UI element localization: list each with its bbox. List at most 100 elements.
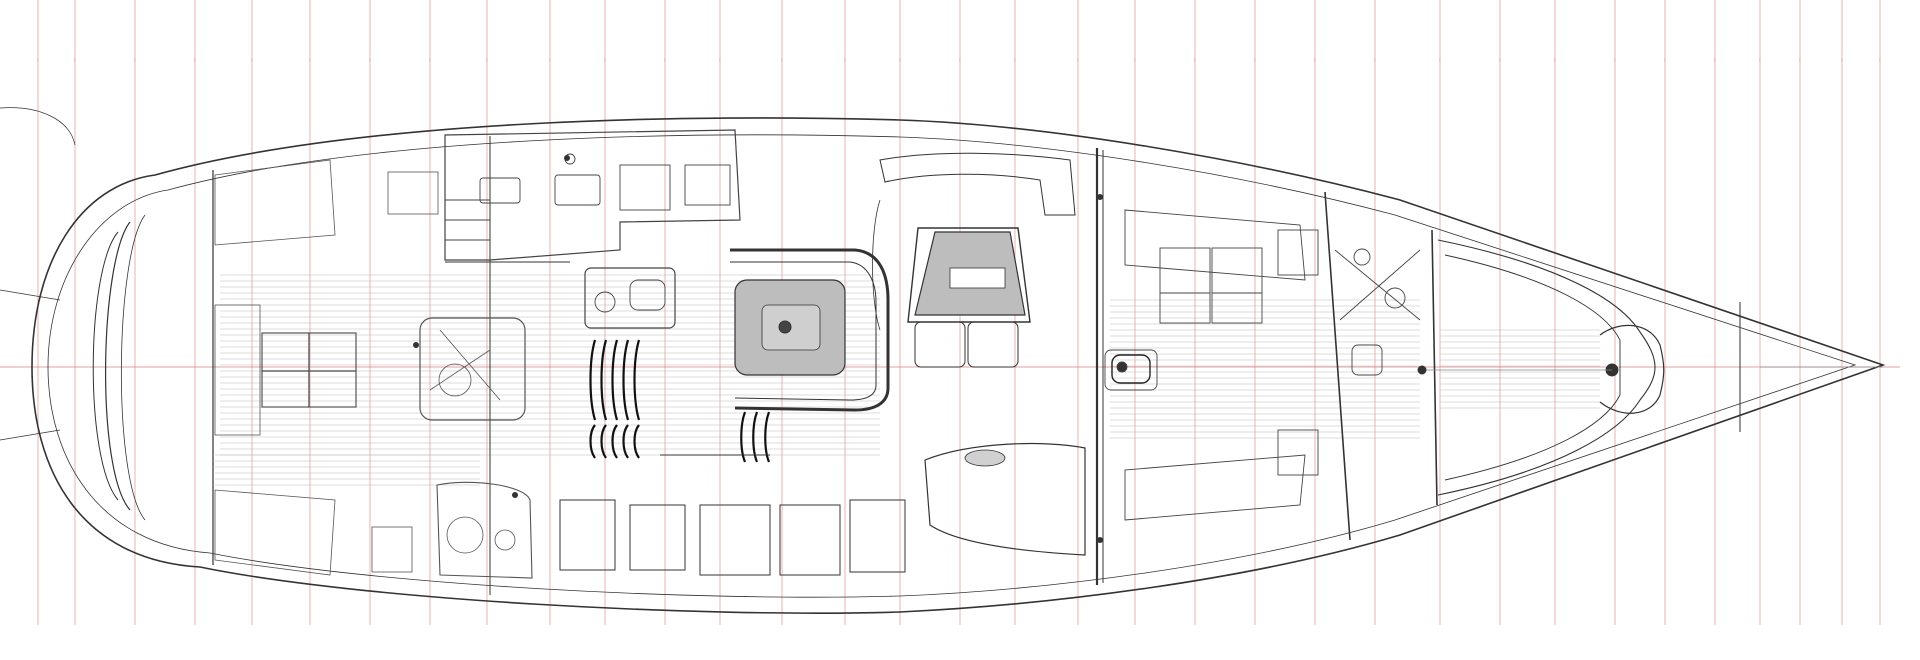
saloon-table-surround bbox=[730, 248, 890, 412]
station-label: ı bbox=[1077, 57, 1079, 64]
ladder-step bbox=[589, 339, 597, 421]
station-label: ı bbox=[1499, 57, 1501, 64]
station-label: ı bbox=[1194, 57, 1196, 64]
station-label: ı bbox=[781, 57, 783, 64]
transom-arc-2 bbox=[92, 231, 119, 501]
station-label: ı bbox=[74, 57, 76, 64]
fwd-head-toilet bbox=[1111, 354, 1151, 384]
aft-locker-2 bbox=[387, 171, 439, 215]
nav-table-top bbox=[949, 267, 1006, 289]
mast-partner-2 bbox=[1097, 537, 1103, 543]
saloon-table-surround-inner bbox=[730, 261, 877, 401]
galley bbox=[444, 129, 741, 329]
ladder-step-lower bbox=[589, 424, 596, 459]
nav-head-basin bbox=[594, 291, 616, 313]
fwd-head-sweep bbox=[1334, 249, 1421, 321]
vberth-inner bbox=[1444, 254, 1621, 481]
station-label: ı bbox=[1879, 57, 1881, 64]
saloon bbox=[559, 152, 1086, 576]
galley-counter bbox=[444, 129, 741, 261]
fwd-berth-port bbox=[1124, 209, 1306, 281]
saloon-cabinet-4 bbox=[779, 504, 841, 576]
aft-head-stbd-toilet bbox=[446, 516, 484, 554]
saloon-table-pedestal bbox=[778, 320, 792, 334]
station-label: ı bbox=[251, 57, 253, 64]
ladder-step-lower bbox=[633, 424, 640, 459]
station-label: ı bbox=[37, 57, 39, 64]
station-label: ı bbox=[664, 57, 666, 64]
aft-berth-port bbox=[214, 159, 336, 246]
galley-stove bbox=[619, 164, 671, 211]
ladder-step-lower bbox=[622, 424, 629, 459]
station-label: ı bbox=[899, 57, 901, 64]
aft-cabin bbox=[214, 159, 533, 579]
fwd-berth-stbd bbox=[1124, 454, 1306, 521]
bulkhead-forepeak bbox=[1431, 229, 1438, 506]
station-label: ı bbox=[549, 57, 551, 64]
companionway-ladder bbox=[589, 339, 771, 463]
station-label: ı bbox=[1614, 57, 1616, 64]
ladder-step bbox=[633, 339, 641, 421]
aft-shower-sweep bbox=[429, 329, 501, 401]
mast-partner-1 bbox=[1097, 194, 1103, 200]
station-label: ı bbox=[309, 57, 311, 64]
aft-head-stbd-basin bbox=[494, 529, 516, 551]
bulkheads bbox=[212, 136, 1741, 595]
fwd-head-seat bbox=[1116, 361, 1128, 373]
galley-sink-1 bbox=[479, 177, 521, 204]
galley-pump bbox=[564, 155, 570, 161]
aft-berth-stbd bbox=[214, 489, 336, 576]
fwd-shower-drain bbox=[1353, 248, 1371, 266]
station-label: ı bbox=[1439, 57, 1441, 64]
station-label: ı bbox=[486, 57, 488, 64]
station-label: ı bbox=[194, 57, 196, 64]
aft-shower-drain bbox=[512, 492, 518, 498]
aft-head-drain bbox=[413, 342, 419, 348]
station-label: ı bbox=[1014, 57, 1016, 64]
forward-cabin bbox=[1104, 209, 1421, 521]
transom-arc-3 bbox=[120, 214, 146, 521]
ladder-step bbox=[600, 339, 608, 421]
swim-platform-line bbox=[0, 107, 76, 146]
saloon-step bbox=[764, 411, 771, 463]
saloon-settee-curve bbox=[872, 199, 881, 331]
aft-head-toilet bbox=[438, 363, 472, 397]
saloon-step bbox=[752, 411, 759, 463]
station-label: ı bbox=[1664, 57, 1666, 64]
saloon-cabinet-1 bbox=[559, 499, 616, 571]
fwd-head-basin bbox=[1384, 287, 1406, 309]
ladder-step bbox=[611, 339, 619, 421]
fwd-vanity-3 bbox=[1159, 292, 1211, 324]
deck-hatch bbox=[964, 449, 1006, 467]
companionway-step-4 bbox=[308, 370, 357, 408]
station-label: ı bbox=[1554, 57, 1556, 64]
stern-rail bbox=[0, 289, 61, 441]
station-label: ı bbox=[1374, 57, 1376, 64]
companionway-step-2 bbox=[308, 332, 357, 372]
hardware-points bbox=[413, 155, 1103, 543]
nav-head-toilet bbox=[629, 279, 666, 311]
station-label: ı bbox=[1759, 57, 1761, 64]
galley-aft-bulkhead-detail bbox=[445, 199, 490, 241]
saloon-cabinet-2 bbox=[629, 504, 686, 571]
station-label: ı bbox=[134, 57, 136, 64]
fwd-locker-1 bbox=[1277, 229, 1319, 276]
chart-seat-1 bbox=[914, 321, 966, 368]
station-label: ı bbox=[1799, 57, 1801, 64]
chart-seat-2 bbox=[967, 321, 1019, 368]
fwd-vanity-4 bbox=[1211, 292, 1263, 324]
station-label: ı bbox=[719, 57, 721, 64]
nav-head-box bbox=[584, 267, 676, 329]
hull-outer-outline bbox=[31, 117, 1886, 614]
hull bbox=[0, 107, 1886, 614]
station-label: ı bbox=[369, 57, 371, 64]
saloon-step bbox=[740, 411, 747, 463]
fwd-head-unit bbox=[1351, 344, 1383, 376]
fwd-head-box bbox=[1104, 349, 1158, 391]
aft-locker-1 bbox=[371, 526, 413, 573]
station-label: ı bbox=[1314, 57, 1316, 64]
station-label: ı bbox=[429, 57, 431, 64]
ladder-step bbox=[622, 339, 630, 421]
